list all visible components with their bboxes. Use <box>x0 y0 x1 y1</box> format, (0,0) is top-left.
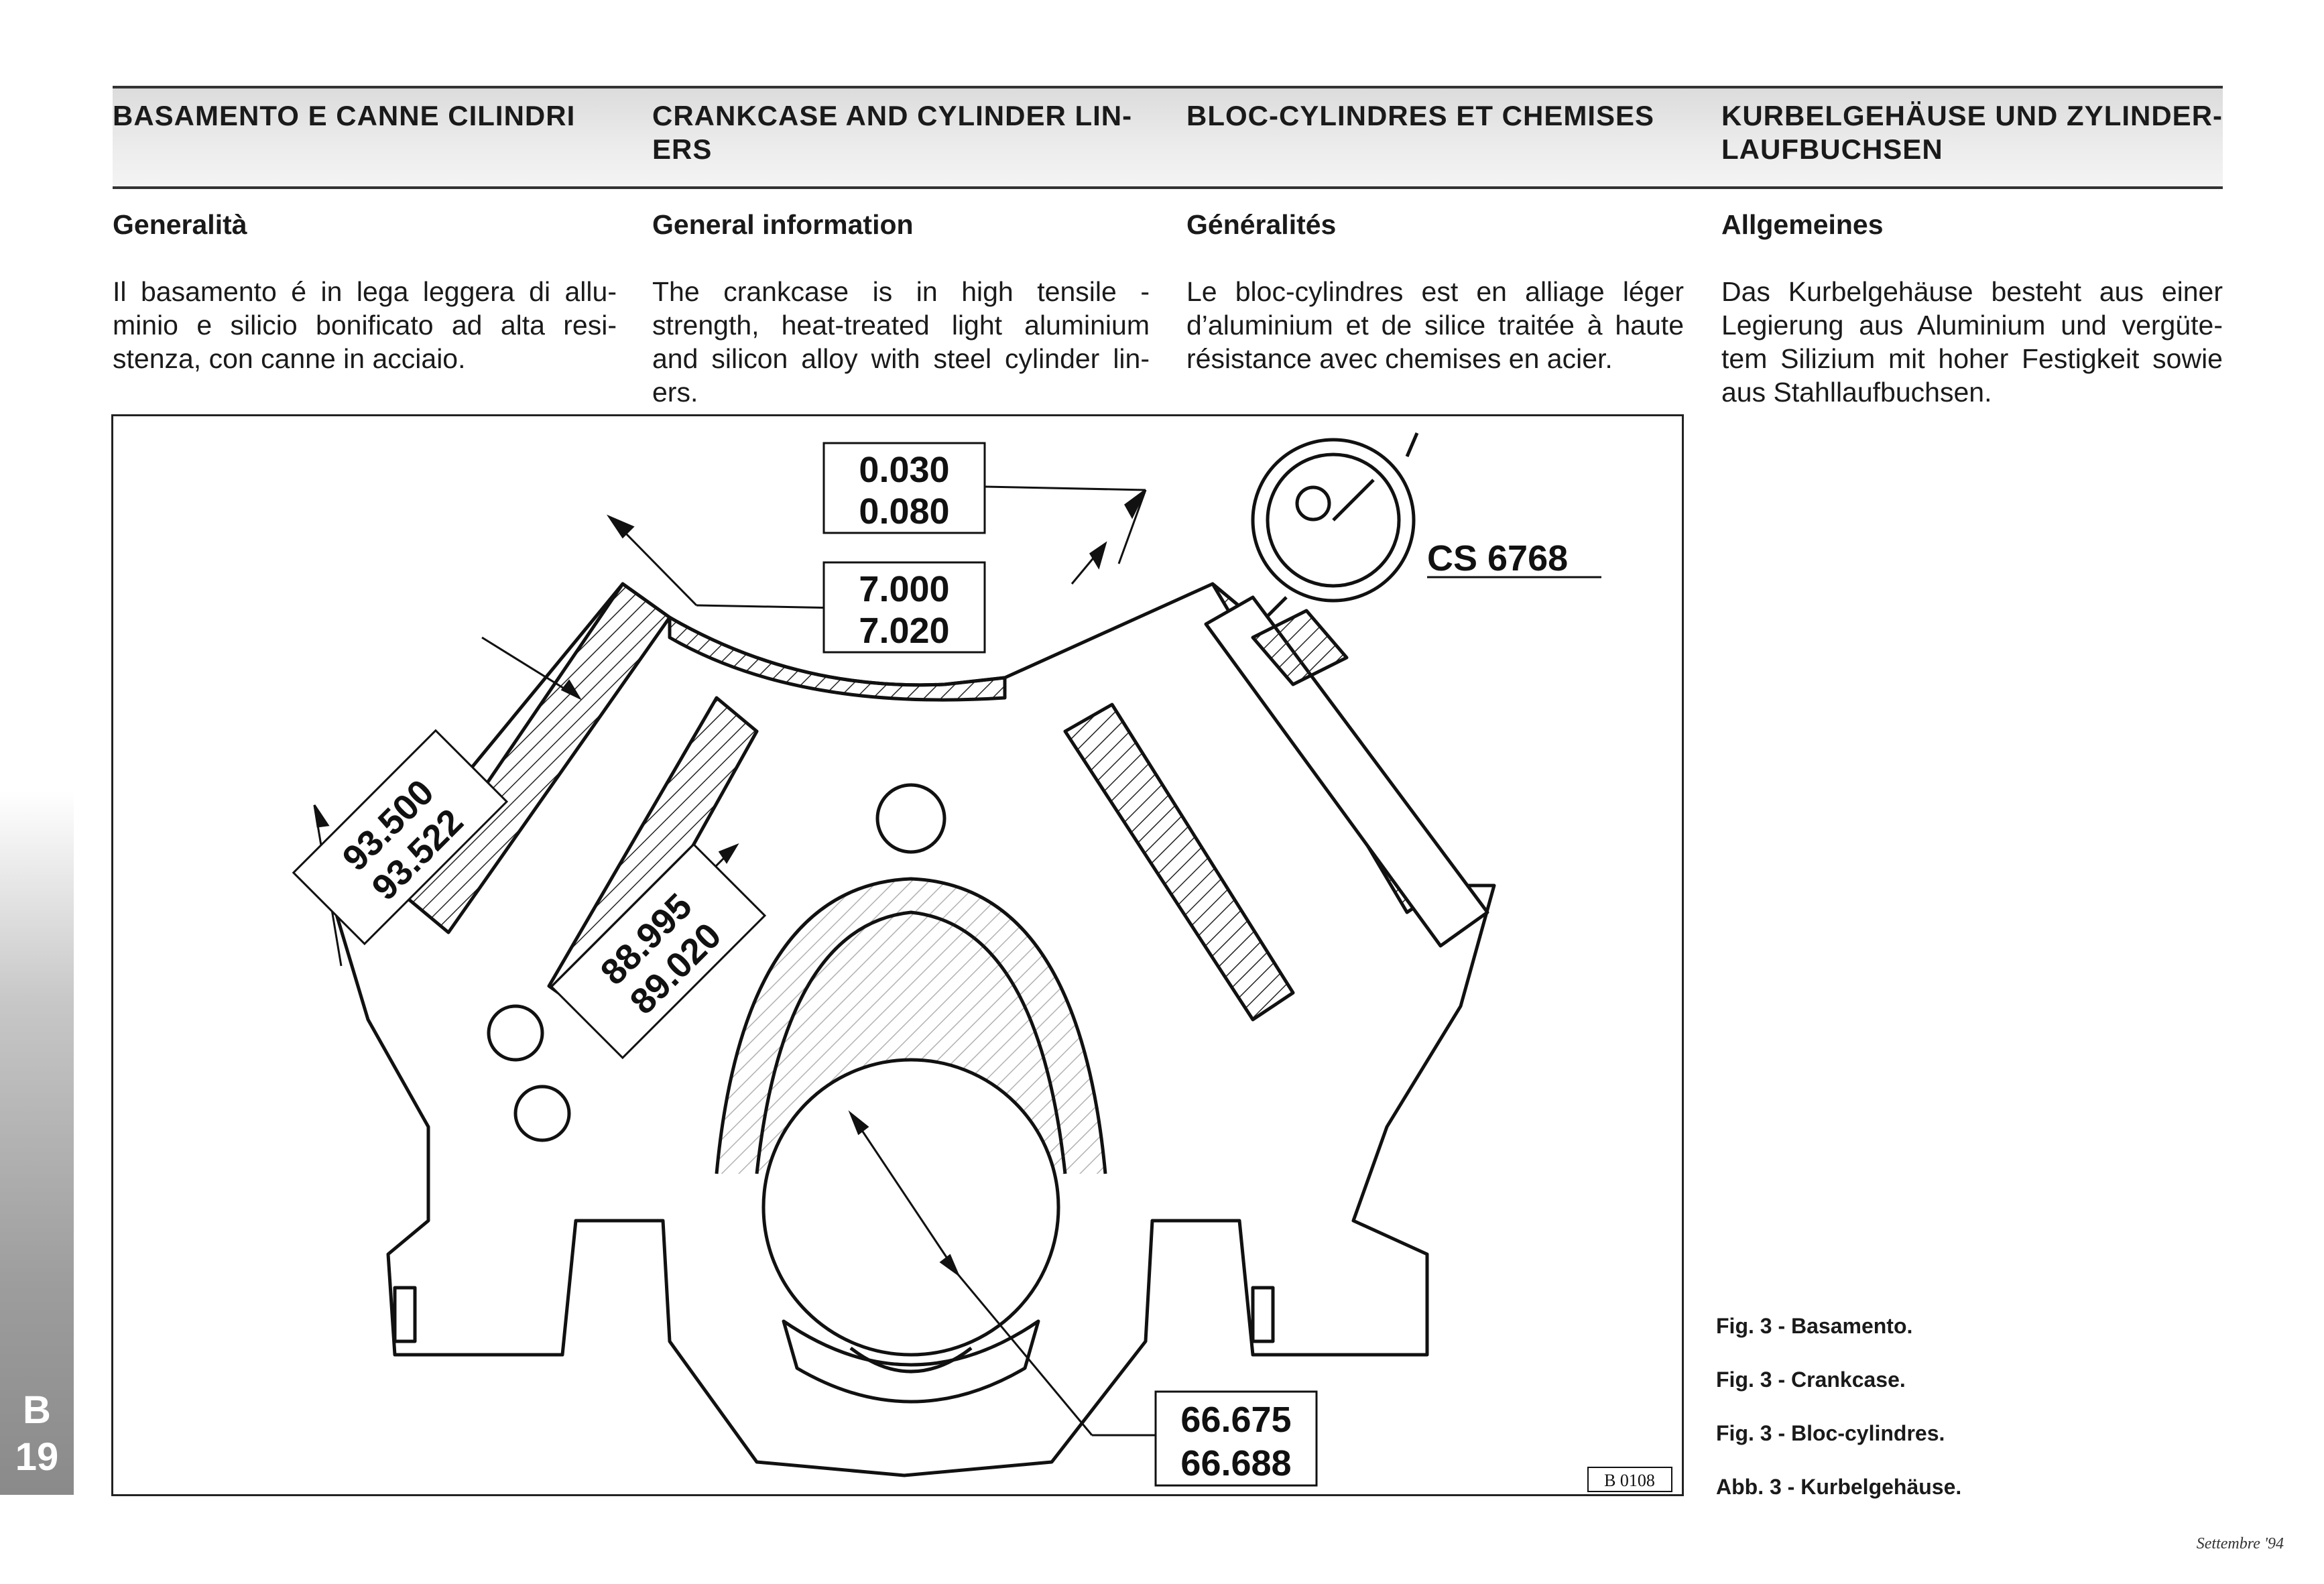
paragraph-german: Das Kurbelgehäuse besteht aus einer Legi… <box>1721 276 2223 408</box>
section-tab-letter: B <box>23 1388 51 1432</box>
subhead-french: Généralités <box>1186 209 1337 240</box>
crankcase-drawing: 0.030 0.080 7.000 7.020 93.500 93.522 88… <box>292 432 1672 1492</box>
figure-reference: B 0108 <box>1604 1471 1655 1490</box>
header-german: KURBELGEHÄUSE UND ZYLINDER- LAUFBUCHSEN <box>1721 100 2223 165</box>
paragraph-english: The crankcase is in high tensile - stren… <box>652 276 1150 408</box>
section-tab-page: 19 <box>15 1435 59 1479</box>
section-tab <box>0 791 74 1495</box>
subhead-german: Allgemeines <box>1721 209 1884 240</box>
dim-clearance-min-label: 0.080 <box>859 491 949 532</box>
dim-crank-min-label: 66.688 <box>1180 1443 1291 1483</box>
caption-italian: Fig. 3 - Basamento. <box>1716 1314 1913 1338</box>
subhead-english: General information <box>652 209 914 240</box>
paragraph-french: Le bloc-cylindres est en alliage léger d… <box>1186 276 1684 374</box>
header-french: BLOC-CYLINDRES ET CHEMISES <box>1186 100 1655 131</box>
dim-crank-max-label: 66.675 <box>1180 1400 1291 1440</box>
header-english: CRANKCASE AND CYLINDER LIN- ERS <box>652 100 1133 165</box>
header-italian: BASAMENTO E CANNE CILINDRI <box>113 100 576 131</box>
crankcase-figure: 0.030 0.080 7.000 7.020 93.500 93.522 88… <box>111 414 1684 1496</box>
caption-german: Abb. 3 - Kurbelgehäuse. <box>1716 1475 1962 1499</box>
subhead-italian: Generalità <box>113 209 247 240</box>
footer-date: Settembre '94 <box>2196 1535 2284 1552</box>
dim-thickness-min-label: 7.020 <box>859 611 949 651</box>
dim-clearance-max-label: 0.030 <box>859 450 949 490</box>
dim-thickness-max-label: 7.000 <box>859 569 949 609</box>
tool-label: CS 6768 <box>1427 538 1568 578</box>
caption-english: Fig. 3 - Crankcase. <box>1716 1367 1906 1392</box>
header-band <box>113 86 2223 189</box>
caption-french: Fig. 3 - Bloc-cylindres. <box>1716 1421 1945 1445</box>
paragraph-italian: Il basamento é in lega leggera di allu-m… <box>113 276 617 374</box>
